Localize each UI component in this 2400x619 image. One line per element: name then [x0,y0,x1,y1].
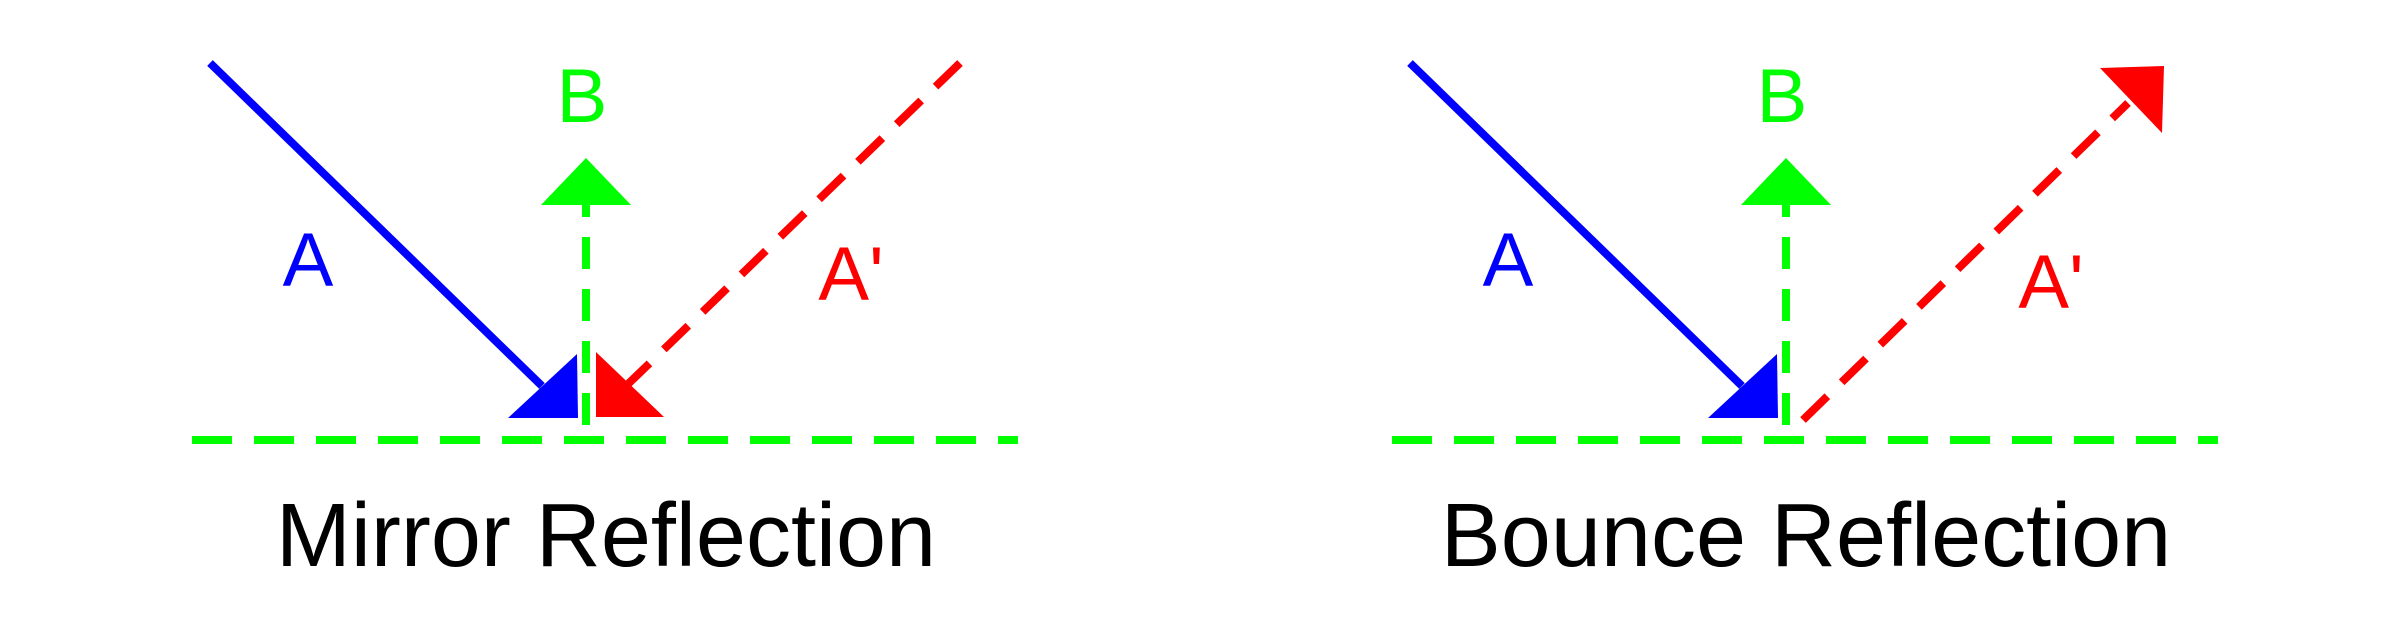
bounce-reflected-arrowhead [2100,66,2164,133]
bounce-incident-arrowhead [1708,354,1778,418]
bounce-reflection-caption: Bounce Reflection [1441,486,2171,586]
mirror-reflected-vector [623,60,963,389]
mirror-reflection-caption: Mirror Reflection [276,486,936,586]
bounce-reflected-label: A' [2018,240,2083,325]
bounce-incident-label: A [1483,218,1534,303]
mirror-normal-label: B [557,54,608,139]
mirror-incident-arrowhead [508,354,578,418]
mirror-reflection-panel: B A A' Mirror Reflection [192,54,1018,586]
mirror-incident-label: A [283,218,334,303]
mirror-reflected-arrowhead [596,352,664,417]
bounce-reflection-panel: B A A' Bounce Reflection [1392,54,2218,586]
bounce-incident-vector [1407,60,1745,389]
mirror-reflected-label: A' [818,232,883,317]
bounce-reflected-vector [1800,100,2131,423]
mirror-normal-arrowhead [541,158,631,205]
mirror-incident-vector [207,60,545,389]
bounce-normal-label: B [1757,54,1808,139]
bounce-normal-arrowhead [1741,158,1831,205]
